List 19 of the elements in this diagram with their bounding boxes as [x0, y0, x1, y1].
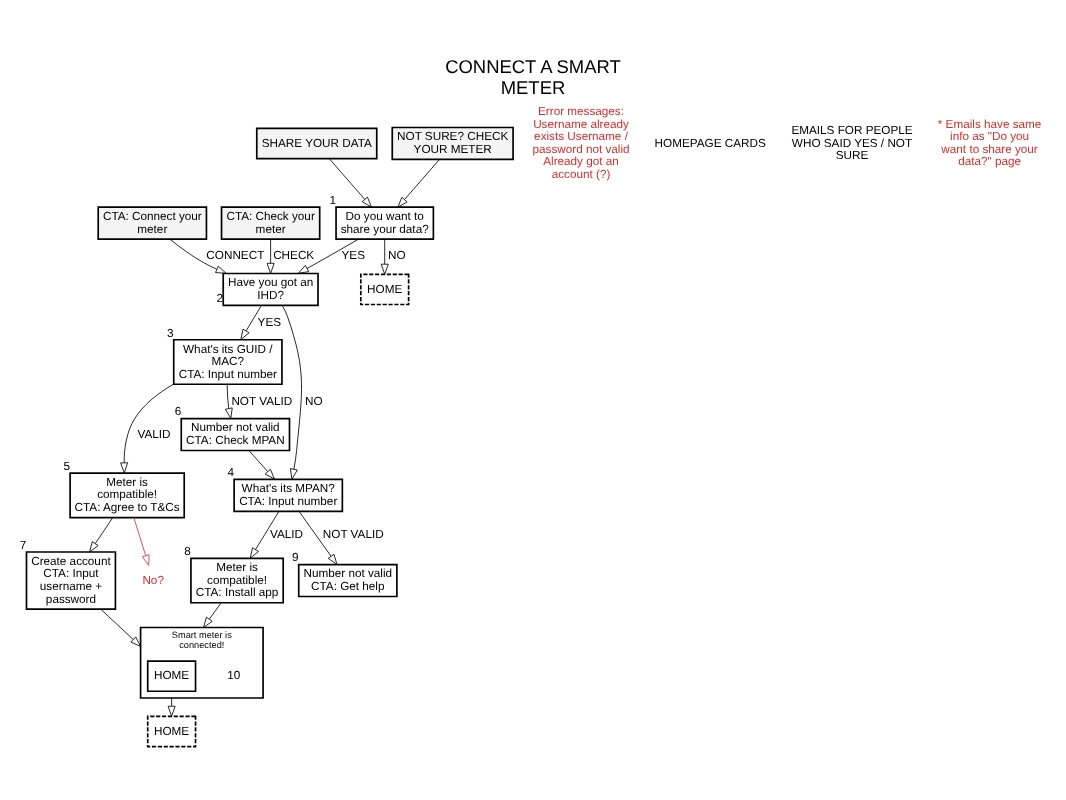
arrow	[328, 157, 372, 207]
arrow	[167, 696, 176, 716]
arrow	[203, 601, 222, 627]
arrow	[297, 237, 360, 273]
arrow	[266, 237, 275, 273]
arrow	[100, 607, 141, 646]
arrow	[133, 516, 150, 565]
diagram-title: CONNECT A SMART METER	[445, 56, 621, 97]
arrow	[249, 510, 280, 558]
arrow	[89, 516, 114, 552]
arrow	[169, 237, 227, 273]
arrow	[224, 382, 233, 418]
arrow	[120, 382, 174, 473]
arrow	[281, 304, 302, 479]
arrow	[248, 449, 275, 479]
arrow	[380, 237, 389, 274]
arrow	[298, 510, 338, 564]
arrow	[240, 304, 262, 340]
arrow	[397, 158, 440, 207]
